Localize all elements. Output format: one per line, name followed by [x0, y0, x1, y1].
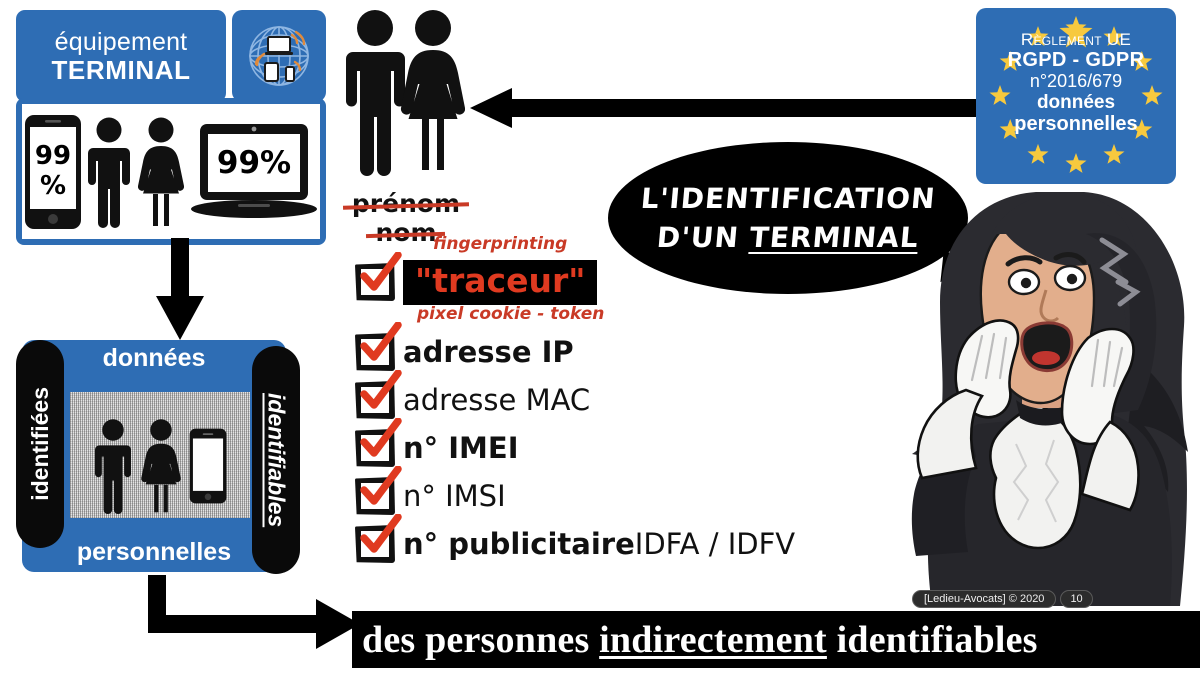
man-pictogram-icon — [346, 10, 405, 176]
check-mark-icon — [360, 466, 402, 505]
bottom-conclusion-banner: des personnes indirectement identifiable… — [352, 611, 1200, 668]
banner-underlined: indirectement — [599, 618, 827, 661]
kicker-pixel-cookie-token: pixel cookie - token — [417, 304, 605, 324]
gdpr-eu-badge: Règlement UE RGPD - GDPR n°2016/679 donn… — [976, 8, 1176, 184]
smartphone-99-percent-icon: 99 % — [25, 114, 81, 229]
arrow-terminal-to-personal-data — [156, 238, 204, 340]
slide-number: 10 — [1060, 590, 1093, 608]
copyright-label: [Ledieu-Avocats] © 2020 — [912, 590, 1057, 608]
checklist-label-traceur: "traceur" — [403, 259, 598, 305]
checklist-item-ad-id[interactable]: n° publicitaire IDFA / IDFV — [355, 514, 875, 568]
check-mark-icon — [360, 322, 402, 361]
banner-text: des personnes indirectement identifiable… — [352, 618, 1038, 662]
checkbox-checked-icon[interactable] — [355, 514, 402, 563]
checklist-label-imei: n° IMEI — [403, 431, 519, 465]
personal-data-photo — [70, 392, 250, 518]
terminal-equipment-panel: équipement TERMINAL — [16, 10, 326, 245]
checklist-label-ad-id-suffix: IDFA / IDFV — [634, 527, 796, 561]
device-stats-inner: 99 % — [22, 104, 320, 239]
man-woman-pictograms-icon — [346, 10, 466, 176]
shocked-lawyer-woman-illustration — [911, 192, 1188, 606]
terminal-title-line1: équipement — [54, 27, 188, 56]
woman-pictogram-icon — [400, 10, 466, 170]
checklist-item-adresse-ip[interactable]: adresse IP — [355, 322, 875, 376]
checklist-item-imsi[interactable]: n° IMSI — [355, 466, 875, 520]
tablet-glyph — [264, 62, 279, 82]
identified-label: identifiées — [26, 387, 53, 501]
identity-fields-crossed-out: prénom nom — [336, 190, 476, 246]
identifiable-label: identifiables — [263, 392, 290, 528]
identified-pill: identifiées — [16, 340, 64, 548]
checklist-label-imsi: n° IMSI — [403, 479, 506, 513]
personal-data-blue-card: données personne — [22, 340, 286, 572]
check-mark-icon — [360, 418, 402, 457]
svg-text:99: 99 — [35, 141, 71, 171]
banner-suffix: identifiables — [826, 618, 1038, 661]
terminal-title-line2: TERMINAL — [51, 54, 191, 85]
man-pictogram-icon — [88, 117, 130, 228]
checklist-item-imei[interactable]: n° IMEI — [355, 418, 875, 472]
nom-label: nom — [375, 218, 437, 247]
personal-data-panel: données personne — [8, 332, 308, 582]
checkbox-checked-icon[interactable] — [355, 252, 402, 301]
checkbox-checked-icon[interactable] — [355, 466, 402, 515]
gdpr-line-4: données — [1036, 91, 1116, 113]
credit-badge-group: [Ledieu-Avocats] © 2020 10 — [912, 589, 1093, 609]
check-mark-icon — [360, 514, 402, 553]
checkbox-checked-icon[interactable] — [355, 418, 402, 467]
svg-text:%: % — [40, 171, 66, 201]
identifier-checklist: fingerprinting pixel cookie - token "tra… — [355, 234, 875, 568]
personal-data-bottom-label: personnelles — [76, 538, 232, 566]
globe-devices-icon — [249, 26, 309, 86]
speech-bubble: L'IDENTIFICATION D'UN TERMINAL — [608, 142, 968, 294]
checklist-item-traceur[interactable]: "traceur" — [355, 252, 875, 306]
checklist-label-adresse-ip: adresse IP — [403, 335, 574, 369]
checklist-label-ad-id: n° publicitaire — [403, 527, 635, 561]
gdpr-line-2: RGPD - GDPR — [1007, 49, 1145, 72]
bubble-line-2-prefix: D'UN — [655, 221, 752, 254]
globe-devices-icon-box — [232, 10, 326, 102]
terminal-equipment-title-box: équipement TERMINAL — [16, 10, 226, 102]
arrow-personal-data-to-banner — [148, 575, 360, 649]
arrow-gdpr-to-people — [470, 88, 980, 128]
man-pictogram-icon — [95, 419, 131, 514]
people-pictogram-group — [345, 6, 466, 176]
prenom-label: prénom — [351, 189, 461, 218]
laptop-99-percent-icon: 99% — [191, 123, 317, 218]
gdpr-line-1: Règlement UE — [1020, 30, 1132, 49]
device-stats-card: 99 % — [16, 98, 326, 245]
personal-data-top-label: données — [102, 344, 206, 372]
woman-pictogram-icon — [137, 117, 185, 226]
svg-text:99%: 99% — [217, 145, 291, 181]
identifiable-pill: identifiables — [252, 346, 300, 574]
checkbox-checked-icon[interactable] — [355, 370, 402, 419]
eu-stars-ring — [989, 16, 1163, 173]
check-mark-icon — [360, 252, 402, 291]
gdpr-line-3: n°2016/679 — [1029, 71, 1123, 92]
checkbox-checked-icon[interactable] — [355, 322, 402, 371]
checklist-label-adresse-mac: adresse MAC — [403, 383, 591, 417]
checklist-item-adresse-mac[interactable]: adresse MAC — [355, 370, 875, 424]
woman-pictogram-icon — [141, 419, 181, 513]
smartphone-icon — [189, 428, 227, 504]
laptop-glyph — [265, 36, 293, 55]
phone-glyph — [285, 66, 295, 82]
check-mark-icon — [360, 370, 402, 409]
gdpr-line-5: personnelles — [1014, 112, 1138, 135]
kicker-fingerprinting: fingerprinting — [433, 234, 568, 254]
wifi-signal-glyphs — [254, 30, 306, 72]
banner-prefix: des personnes — [362, 618, 600, 661]
gdpr-text-block: Règlement UE RGPD - GDPR n°2016/679 donn… — [976, 30, 1176, 135]
